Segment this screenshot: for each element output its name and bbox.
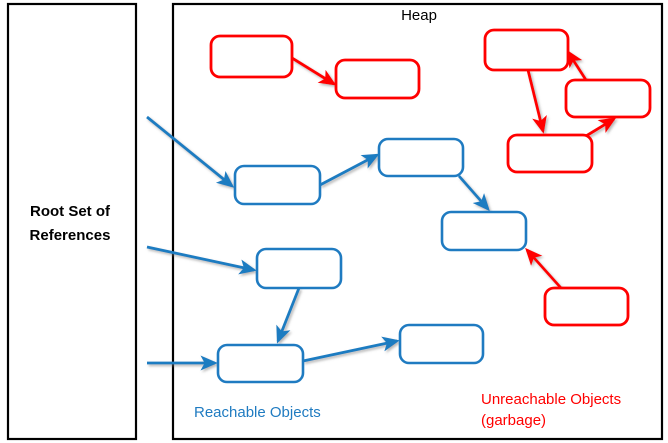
reachable-object-2[interactable] — [377, 137, 465, 178]
reachable-object-3[interactable] — [440, 210, 528, 252]
unreachable-object-6[interactable] — [543, 286, 630, 327]
red-edge-1-to-2 — [291, 56, 337, 86]
unreachable-object-1[interactable] — [209, 34, 294, 79]
root-set-label-line2: References — [30, 227, 111, 244]
reachable-object-1[interactable] — [233, 164, 322, 206]
blue-nodes-group — [216, 137, 528, 384]
blue-edge-1-to-2 — [319, 153, 380, 187]
reachable-object-6[interactable] — [398, 323, 485, 365]
unreachable-object-3[interactable] — [483, 28, 570, 72]
red-edges-group — [291, 49, 617, 289]
unreachable-objects-legend-line1: Unreachable Objects — [481, 391, 621, 408]
red-edge-6-to-blue-3 — [525, 247, 563, 289]
red-nodes-group — [209, 28, 652, 327]
blue-edge-root-to-4 — [146, 245, 257, 275]
red-edge-4-to-3 — [566, 49, 588, 81]
root-set-panel — [6, 2, 138, 441]
red-edge-3-to-5 — [526, 69, 547, 134]
blue-edge-2-to-3 — [457, 175, 490, 212]
reachable-objects-legend: Reachable Objects — [194, 404, 321, 421]
blue-edges-group — [146, 115, 490, 371]
unreachable-objects-legend-line2: (garbage) — [481, 412, 546, 429]
unreachable-object-5[interactable] — [506, 133, 594, 174]
red-edge-5-to-4 — [585, 117, 617, 138]
root-set-label-line1: Root Set of — [30, 203, 111, 220]
blue-edge-root-to-1 — [146, 115, 235, 188]
reachable-object-5[interactable] — [216, 343, 305, 384]
unreachable-object-2[interactable] — [334, 58, 421, 100]
blue-edge-4-to-5 — [276, 287, 301, 344]
blue-edge-5-to-6 — [302, 336, 400, 363]
reachable-object-4[interactable] — [255, 247, 343, 290]
heap-title: Heap — [401, 7, 437, 24]
unreachable-object-4[interactable] — [564, 78, 652, 119]
